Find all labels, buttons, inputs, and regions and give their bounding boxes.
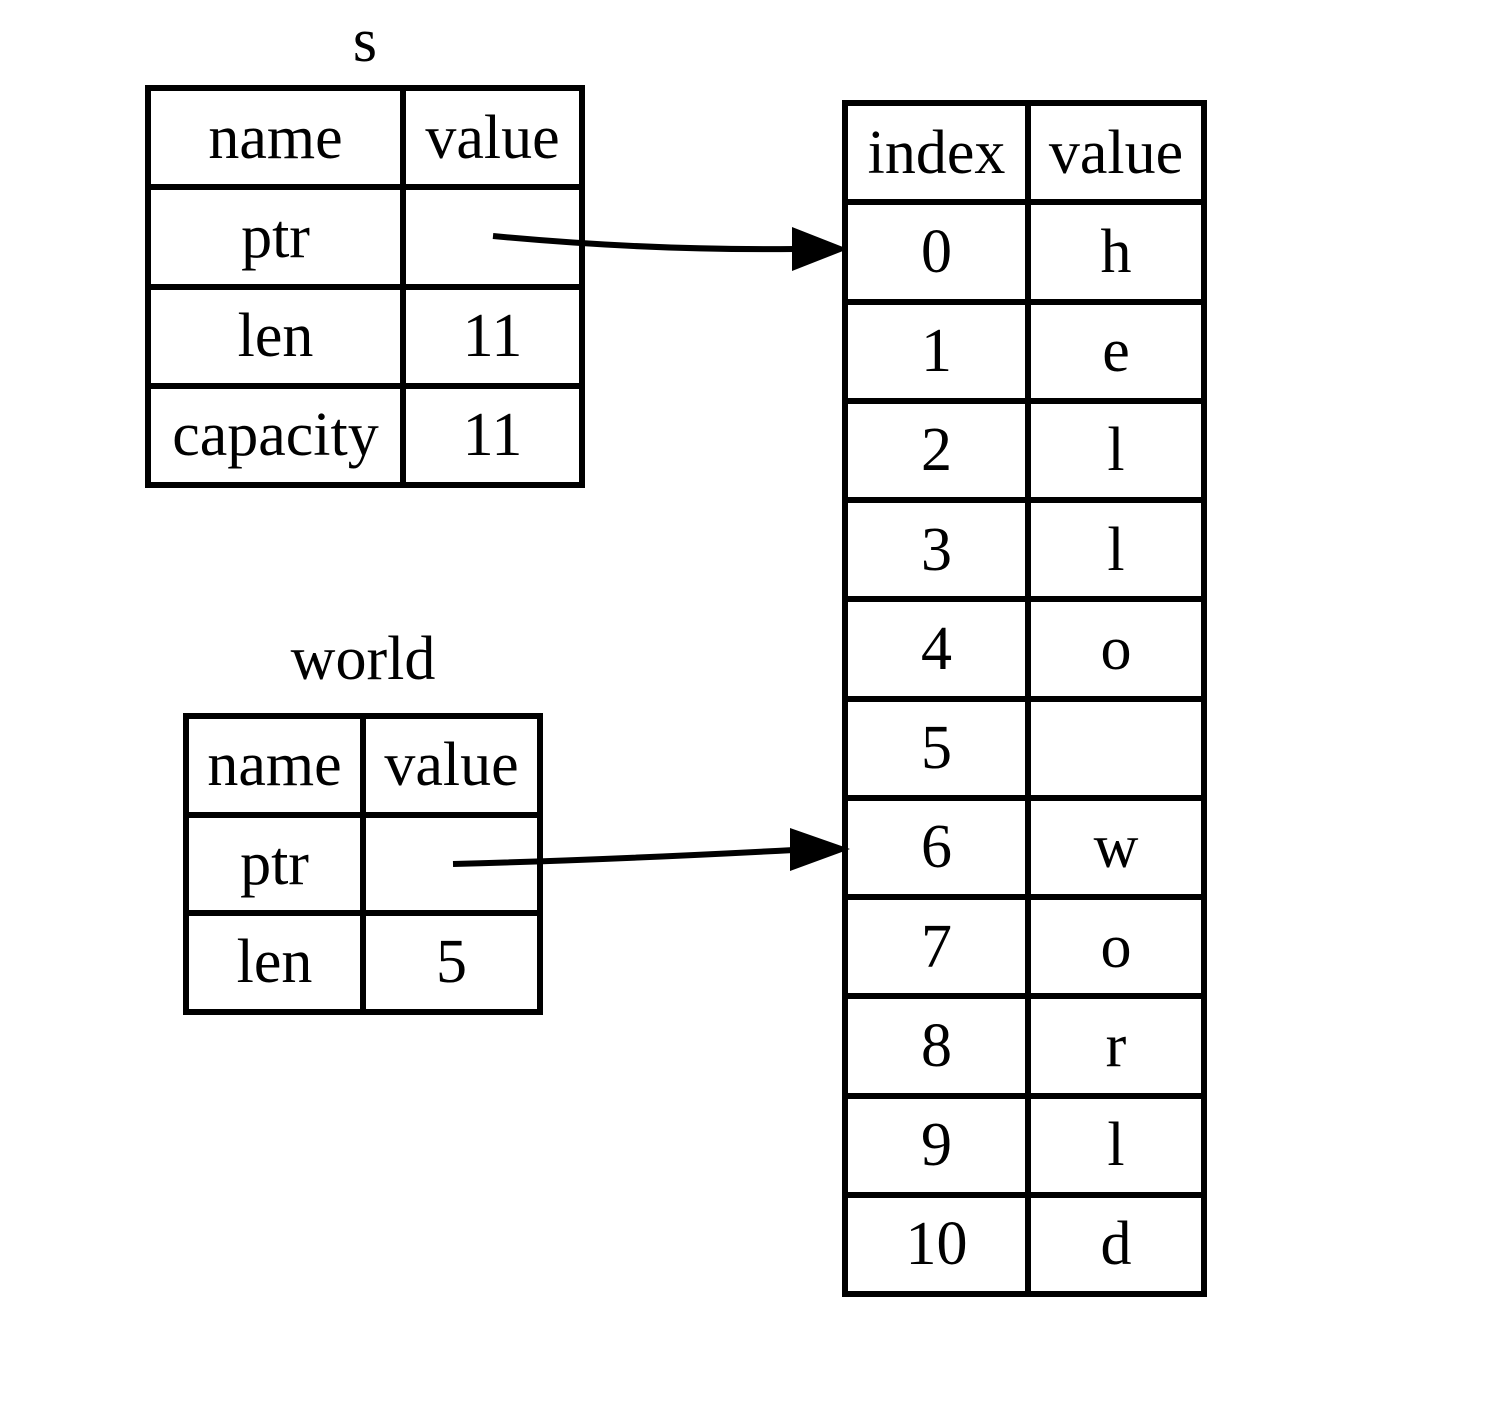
world-header-name: name — [189, 719, 360, 812]
memory-value-cell: o — [1031, 900, 1201, 994]
world-table-title: world — [290, 624, 436, 693]
memory-index-cell: 3 — [848, 503, 1025, 597]
memory-value-cell: h — [1031, 205, 1201, 299]
world-header-value: value — [366, 719, 537, 812]
memory-index-cell: 2 — [848, 403, 1025, 497]
memory-index-cell: 0 — [848, 205, 1025, 299]
memory-value-cell: e — [1031, 304, 1201, 398]
memory-value-cell: l — [1031, 1098, 1201, 1192]
s-header-value: value — [406, 91, 579, 185]
memory-index-cell: 1 — [848, 304, 1025, 398]
memory-index-cell: 6 — [848, 800, 1025, 894]
memory-value-cell: d — [1031, 1197, 1201, 1291]
memory-index-cell: 8 — [848, 999, 1025, 1093]
world-row-name-cell: ptr — [189, 817, 360, 911]
world-row-value-cell: 5 — [366, 916, 537, 1009]
world-ptr-arrowhead-icon — [790, 828, 850, 871]
s-row-value-cell: 11 — [406, 289, 579, 383]
memory-index-cell: 4 — [848, 602, 1025, 696]
memory-index-cell: 9 — [848, 1098, 1025, 1192]
memory-value-cell — [1031, 701, 1201, 795]
memory-index-cell: 7 — [848, 900, 1025, 994]
memory-header-value: value — [1031, 106, 1201, 200]
memory-header-index: index — [848, 106, 1025, 200]
memory-value-cell: l — [1031, 403, 1201, 497]
memory-value-cell: w — [1031, 800, 1201, 894]
s-header-name: name — [151, 91, 400, 185]
s-row-name-cell: capacity — [151, 388, 400, 482]
s-table: name value ptr len 11 capacity 11 — [145, 85, 585, 488]
s-row-name-cell: len — [151, 289, 400, 383]
memory-index-cell: 5 — [848, 701, 1025, 795]
memory-value-cell: l — [1031, 503, 1201, 597]
world-row-name-cell: len — [189, 916, 360, 1009]
memory-value-cell: r — [1031, 999, 1201, 1093]
world-table: name value ptr len 5 — [183, 713, 543, 1015]
s-row-value-cell — [406, 190, 579, 284]
memory-index-cell: 10 — [848, 1197, 1025, 1291]
s-row-name-cell: ptr — [151, 190, 400, 284]
s-table-title: s — [352, 6, 378, 75]
memory-value-cell: o — [1031, 602, 1201, 696]
world-row-value-cell — [366, 817, 537, 911]
memory-table: index value 0 h 1 e 2 l 3 l 4 o 5 6 w 7 … — [842, 100, 1207, 1297]
s-ptr-arrowhead-icon — [792, 227, 848, 271]
s-row-value-cell: 11 — [406, 388, 579, 482]
